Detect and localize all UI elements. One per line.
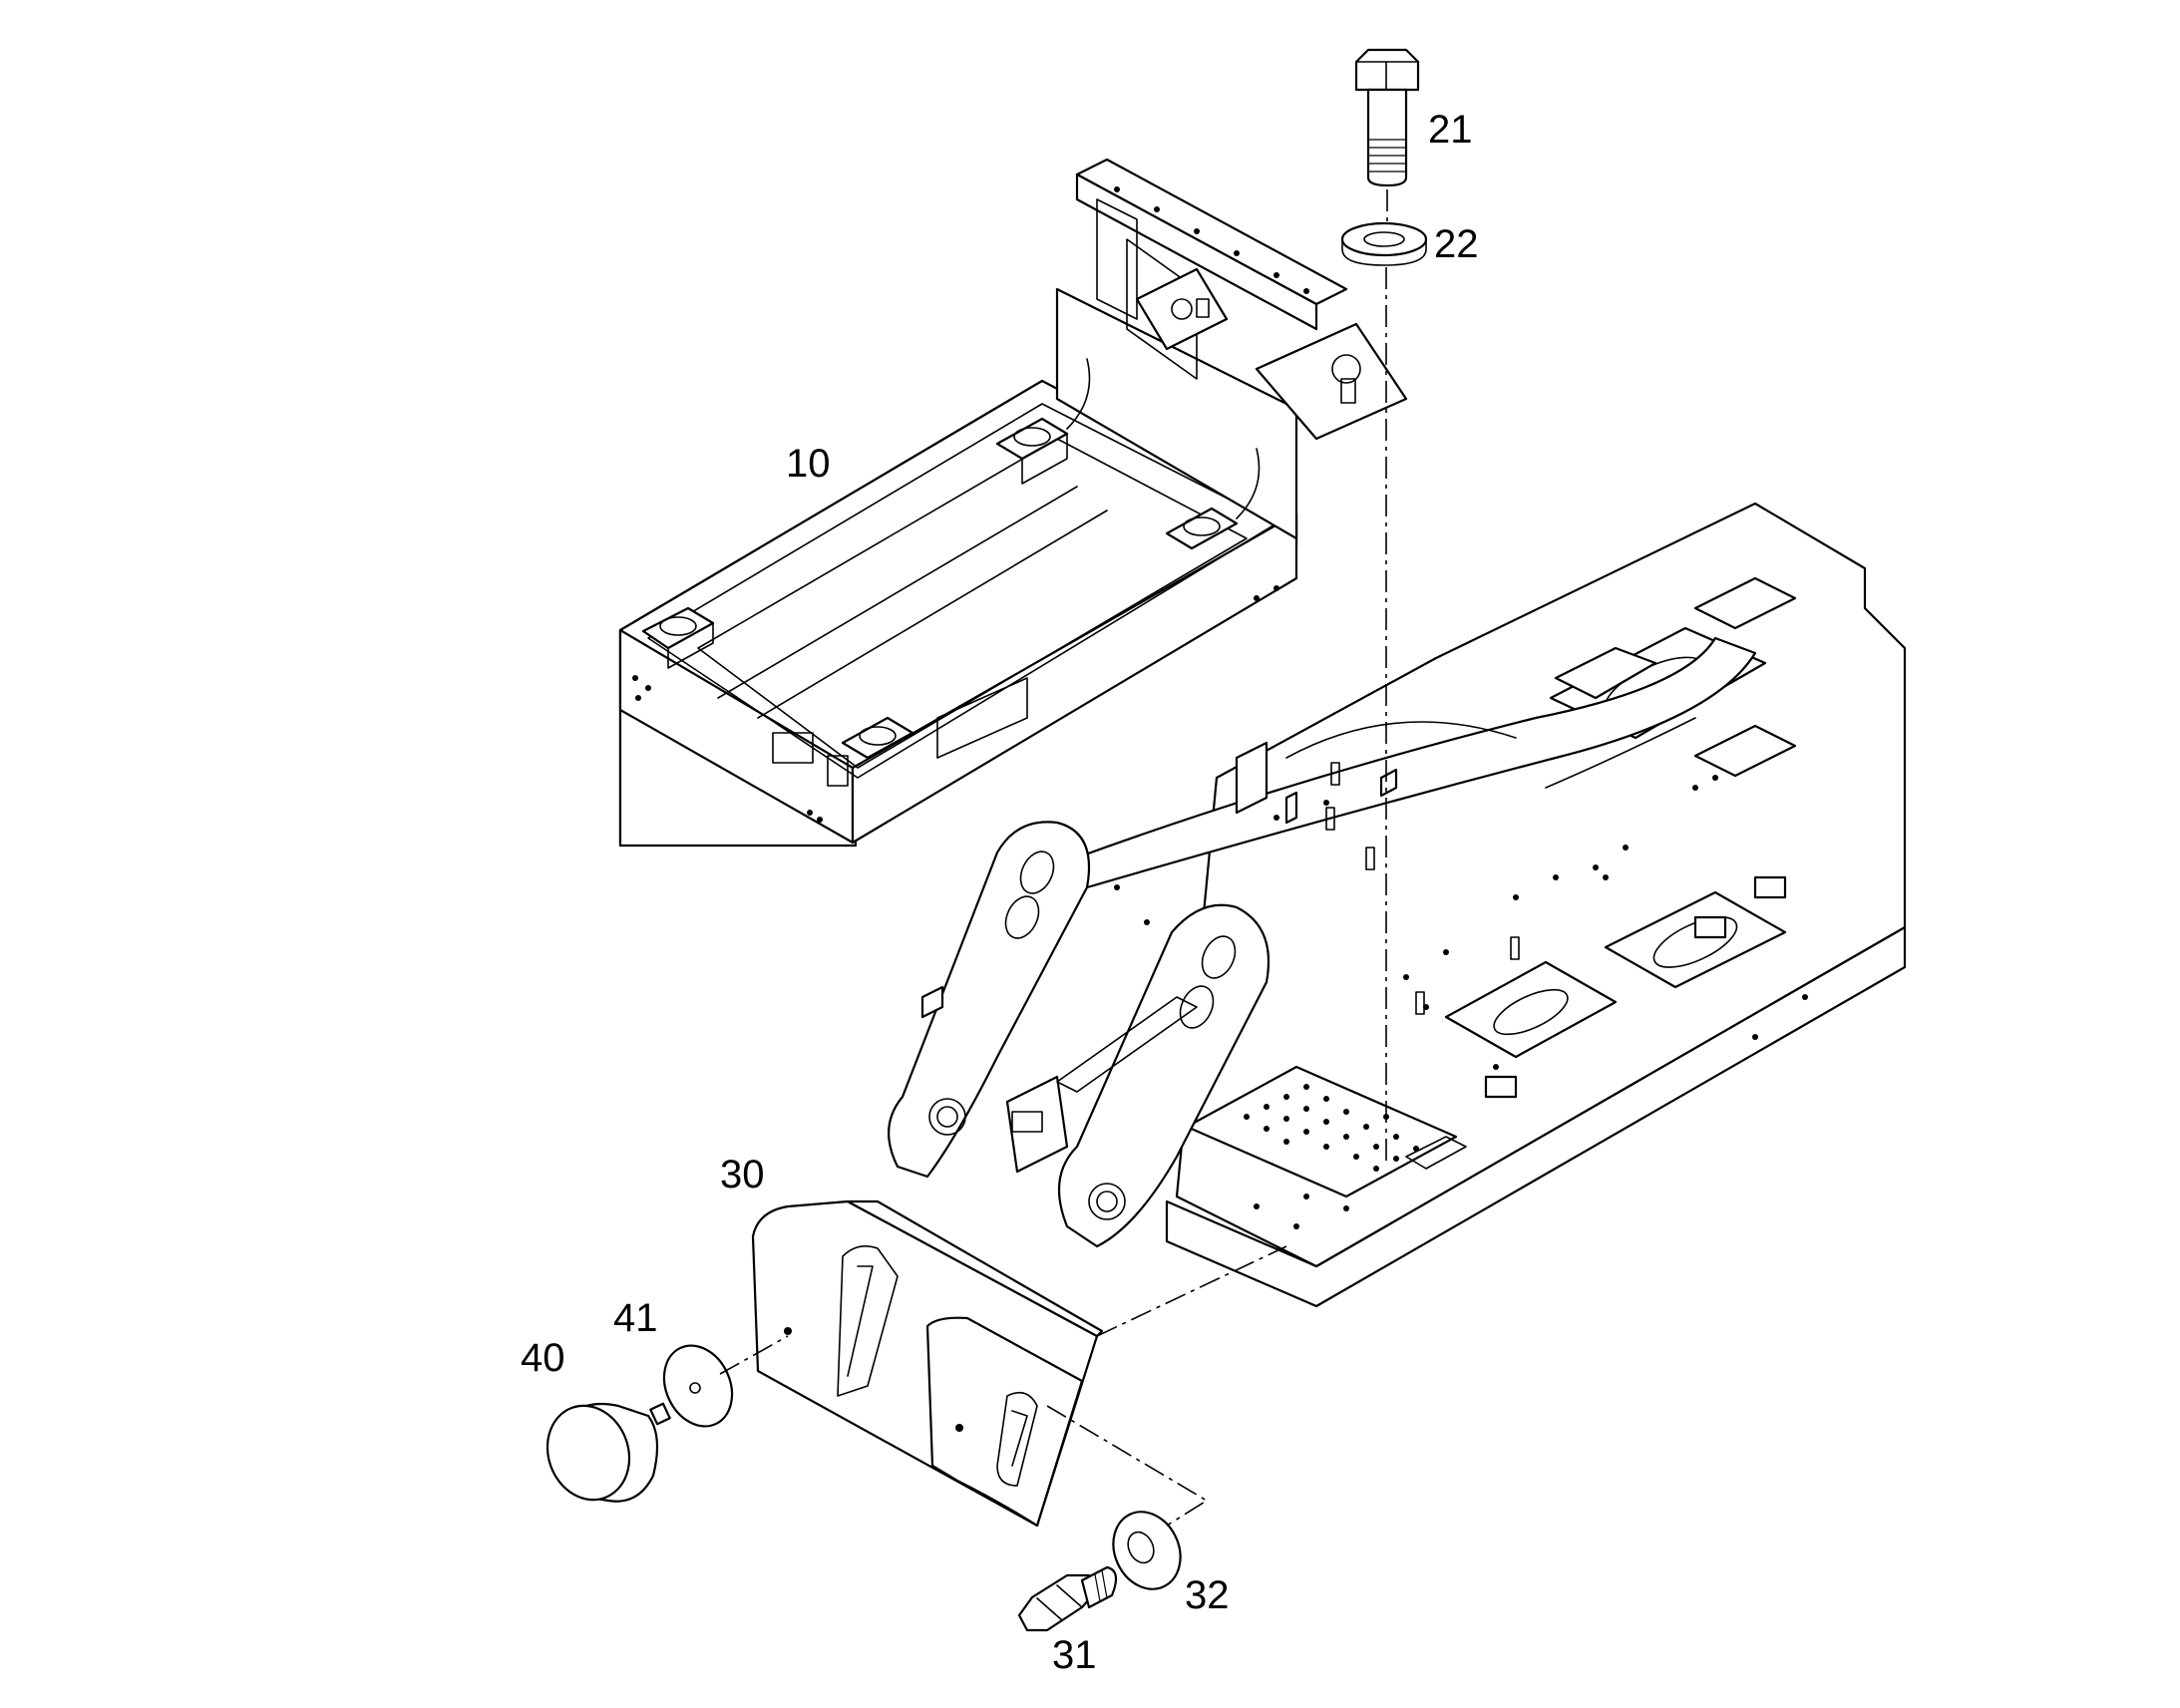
main-frame-pad-1 [1554,646,1657,700]
part-40-stop [545,1402,671,1503]
callout-21: 21 [1428,108,1473,152]
part-30-pocket-left [837,1245,899,1397]
callout-31: 31 [1052,1633,1097,1677]
part-30-mount-hole-1 [784,1327,792,1335]
part-30-pocket-right [925,1316,1084,1528]
part-31-bolt [1017,1565,1118,1632]
main-frame-pad-3 [1693,724,1797,778]
main-frame-block-1 [1693,915,1727,939]
part-10-right-wall [851,512,1298,845]
centerline-disc-41-to-counterweight [719,1335,789,1375]
part-10-top-beam [1075,158,1348,306]
callout-30: 30 [720,1153,765,1196]
part-41-disc-outer [662,1344,734,1428]
part-10-hinge-bracket-right [1255,322,1408,441]
callout-40: 40 [521,1336,565,1380]
part-10-upright-plate [1055,287,1298,540]
part-10-corner-pocket-3 [995,417,1069,485]
part-41-disc [662,1344,734,1428]
main-frame-side-rail [1075,636,1757,889]
centerline-counterweight-to-frame [1096,1245,1287,1337]
assembly-center-lines [719,189,1388,1527]
main-frame-floor-plate [1185,1065,1458,1198]
centerline-counterweight-to-washer-32 [1046,1405,1209,1527]
main-frame [1075,502,1907,1308]
main-frame-hole-pattern [1114,775,1808,1229]
main-frame-deck-opening-3 [1444,960,1618,1059]
part-22-washer [1340,221,1428,266]
part-30-counterweight [751,1199,1104,1528]
main-frame-block-2 [1753,875,1787,899]
main-frame-pad-2 [1693,576,1797,630]
part-32-washer [1112,1511,1182,1590]
part-31-bolt-shank [1080,1565,1118,1609]
callout-32: 32 [1185,1573,1230,1617]
callout-22: 22 [1434,222,1479,266]
part-10-frame [618,158,1408,848]
part-40-stud [649,1402,671,1426]
part-22-washer-outer [1340,221,1428,257]
callout-10: 10 [786,442,831,486]
callout-41: 41 [613,1296,658,1340]
boom-mount-plate-front [1057,903,1271,1248]
part-30-mount-hole-2 [955,1424,963,1432]
part-40-face [545,1404,631,1502]
boom-mount-plates [888,821,1271,1248]
part-10-hinge-bracket-left [1135,267,1229,351]
part-32-washer-hole [1127,1531,1155,1564]
main-frame-body [1175,502,1907,1268]
main-frame-deck-opening-2 [1604,890,1787,989]
part-22-washer-hole [1363,231,1405,247]
part-21-bolt-head [1354,48,1420,92]
main-frame-bracket-1 [1235,741,1269,815]
main-frame-block-3 [1484,1075,1518,1099]
part-21-bolt-shank [1366,88,1408,187]
part-41-disc-hole [689,1382,701,1394]
boom-mount-cross-beam [1005,1075,1069,1174]
part-10-corner-pocket-4 [1165,507,1239,550]
part-10-corner-pocket-2 [841,716,914,760]
part-32-washer-outer [1112,1511,1182,1590]
part-10-corner-pocket-1 [641,606,715,669]
part-21-bolt [1354,48,1420,187]
